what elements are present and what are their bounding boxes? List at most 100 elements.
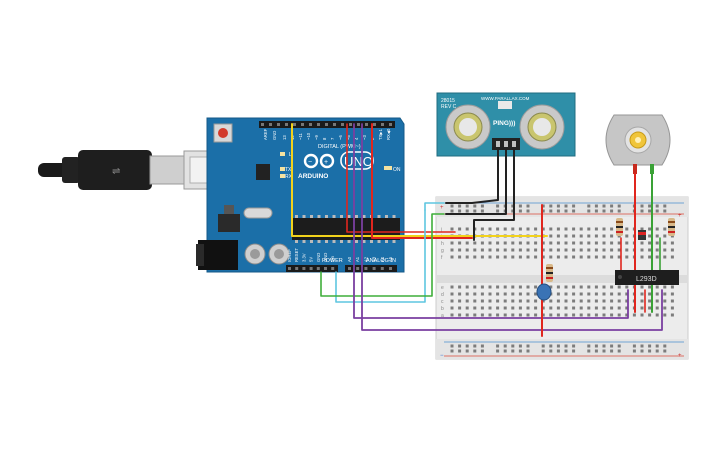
breadboard-hole[interactable] <box>632 313 636 317</box>
breadboard-hole[interactable] <box>503 285 507 289</box>
breadboard-hole[interactable] <box>534 227 538 231</box>
rail-hole[interactable] <box>632 349 636 353</box>
breadboard-hole[interactable] <box>594 234 598 238</box>
rail-hole[interactable] <box>602 204 606 208</box>
breadboard-hole[interactable] <box>564 255 568 259</box>
breadboard-hole[interactable] <box>458 299 462 303</box>
breadboard-hole[interactable] <box>655 255 659 259</box>
rail-hole[interactable] <box>572 344 576 348</box>
rail-hole[interactable] <box>549 349 553 353</box>
breadboard-hole[interactable] <box>572 255 576 259</box>
breadboard-hole[interactable] <box>655 241 659 245</box>
breadboard-hole[interactable] <box>556 248 560 252</box>
breadboard-hole[interactable] <box>465 306 469 310</box>
breadboard-hole[interactable] <box>511 292 515 296</box>
breadboard-hole[interactable] <box>541 255 545 259</box>
breadboard-hole[interactable] <box>587 227 591 231</box>
breadboard-hole[interactable] <box>458 241 462 245</box>
breadboard-hole[interactable] <box>450 241 454 245</box>
breadboard-hole[interactable] <box>648 299 652 303</box>
rail-hole[interactable] <box>526 204 530 208</box>
rail-hole[interactable] <box>617 344 621 348</box>
breadboard-hole[interactable] <box>450 255 454 259</box>
rail-hole[interactable] <box>617 349 621 353</box>
breadboard-hole[interactable] <box>549 255 553 259</box>
header-pin[interactable] <box>389 123 392 126</box>
breadboard-hole[interactable] <box>450 227 454 231</box>
breadboard-hole[interactable] <box>594 285 598 289</box>
breadboard-hole[interactable] <box>663 306 667 310</box>
rail-hole[interactable] <box>587 349 591 353</box>
breadboard-hole[interactable] <box>534 241 538 245</box>
breadboard-hole[interactable] <box>572 248 576 252</box>
breadboard-hole[interactable] <box>511 313 515 317</box>
wire-purple-1[interactable] <box>353 123 629 319</box>
breadboard-hole[interactable] <box>648 241 652 245</box>
breadboard-hole[interactable] <box>587 306 591 310</box>
breadboard-hole[interactable] <box>480 248 484 252</box>
rail-hole[interactable] <box>541 349 545 353</box>
breadboard-hole[interactable] <box>602 306 606 310</box>
rail-hole[interactable] <box>503 349 507 353</box>
wire-cyan-top[interactable] <box>424 202 445 211</box>
breadboard-hole[interactable] <box>549 234 553 238</box>
breadboard-hole[interactable] <box>670 299 674 303</box>
breadboard-hole[interactable] <box>496 285 500 289</box>
breadboard-hole[interactable] <box>549 227 553 231</box>
breadboard-hole[interactable] <box>511 255 515 259</box>
breadboard-hole[interactable] <box>610 241 614 245</box>
breadboard-hole[interactable] <box>450 292 454 296</box>
breadboard-hole[interactable] <box>488 241 492 245</box>
breadboard-hole[interactable] <box>541 248 545 252</box>
breadboard-hole[interactable] <box>564 227 568 231</box>
breadboard-hole[interactable] <box>579 248 583 252</box>
breadboard-hole[interactable] <box>450 248 454 252</box>
rail-hole[interactable] <box>526 344 530 348</box>
header-pin[interactable] <box>261 123 264 126</box>
rail-hole[interactable] <box>465 349 469 353</box>
power-jack[interactable] <box>198 240 238 270</box>
breadboard-hole[interactable] <box>534 285 538 289</box>
breadboard-hole[interactable] <box>602 234 606 238</box>
breadboard-hole[interactable] <box>503 299 507 303</box>
rail-hole[interactable] <box>610 349 614 353</box>
breadboard-hole[interactable] <box>648 306 652 310</box>
breadboard-hole[interactable] <box>503 313 507 317</box>
breadboard-hole[interactable] <box>572 241 576 245</box>
breadboard-hole[interactable] <box>572 285 576 289</box>
breadboard-hole[interactable] <box>556 227 560 231</box>
breadboard-hole[interactable] <box>670 292 674 296</box>
breadboard-hole[interactable] <box>655 313 659 317</box>
breadboard-hole[interactable] <box>549 248 553 252</box>
breadboard-hole[interactable] <box>541 299 545 303</box>
rail-hole[interactable] <box>511 349 515 353</box>
header-pin[interactable] <box>325 123 328 126</box>
usb-cable[interactable]: ⇌ <box>38 150 237 190</box>
breadboard-hole[interactable] <box>610 306 614 310</box>
breadboard-hole[interactable] <box>625 292 629 296</box>
breadboard-hole[interactable] <box>587 255 591 259</box>
breadboard-hole[interactable] <box>465 313 469 317</box>
resistor-3[interactable] <box>668 218 675 236</box>
rail-hole[interactable] <box>541 344 545 348</box>
wire-cyan[interactable] <box>335 209 426 303</box>
breadboard-hole[interactable] <box>480 255 484 259</box>
rail-hole[interactable] <box>450 349 454 353</box>
rail-hole[interactable] <box>458 349 462 353</box>
breadboard-hole[interactable] <box>564 313 568 317</box>
resistor-2[interactable] <box>616 218 623 236</box>
breadboard-hole[interactable] <box>549 306 553 310</box>
breadboard-hole[interactable] <box>625 241 629 245</box>
header-pin[interactable] <box>269 123 272 126</box>
breadboard-hole[interactable] <box>556 255 560 259</box>
breadboard-hole[interactable] <box>663 248 667 252</box>
breadboard-hole[interactable] <box>640 299 644 303</box>
breadboard-hole[interactable] <box>610 299 614 303</box>
header-pin[interactable] <box>380 267 384 270</box>
breadboard-hole[interactable] <box>670 255 674 259</box>
breadboard-hole[interactable] <box>640 227 644 231</box>
breadboard-hole[interactable] <box>594 255 598 259</box>
breadboard-hole[interactable] <box>655 234 659 238</box>
header-pin[interactable] <box>341 123 344 126</box>
rail-hole[interactable] <box>572 349 576 353</box>
